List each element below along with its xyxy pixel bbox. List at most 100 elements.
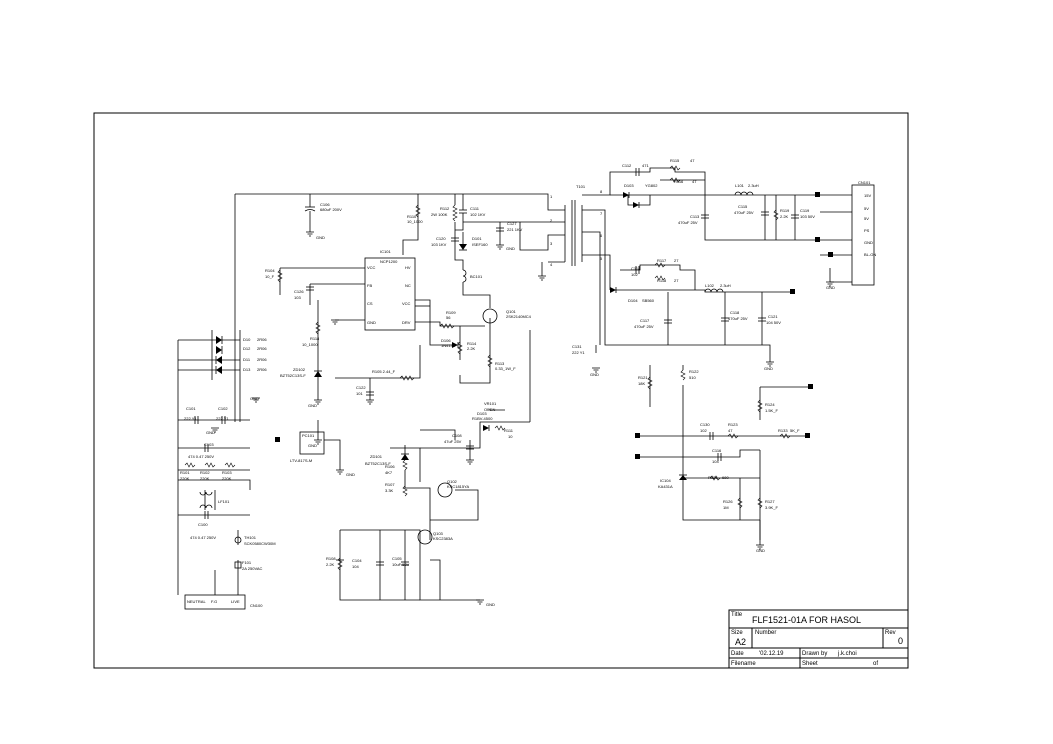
label: VR101 bbox=[484, 401, 497, 406]
r112-symbol bbox=[452, 204, 458, 222]
label: 2.3uH bbox=[720, 283, 731, 288]
label: 102 bbox=[700, 428, 707, 433]
label: 47 bbox=[690, 158, 695, 163]
label: R102 bbox=[200, 470, 210, 475]
r106-symbol bbox=[402, 459, 408, 471]
svg-text:GND: GND bbox=[826, 285, 835, 290]
sheet-of: of bbox=[873, 661, 878, 667]
label: PC101 bbox=[302, 433, 315, 438]
label: C115 bbox=[738, 204, 748, 209]
label: F101 bbox=[242, 560, 252, 565]
label: 10 bbox=[508, 434, 513, 439]
lf101-symbol bbox=[199, 491, 213, 496]
label: LF101 bbox=[218, 499, 230, 504]
number-label: Number bbox=[755, 630, 776, 636]
lf101-symbol-b bbox=[199, 504, 213, 509]
size-label: Size bbox=[731, 630, 743, 636]
label: R127 bbox=[765, 499, 775, 504]
label: 220K bbox=[180, 476, 190, 481]
label: 10_1000 bbox=[407, 219, 423, 224]
svg-text:GND: GND bbox=[590, 372, 599, 377]
label: HV bbox=[405, 265, 411, 270]
label: D103 bbox=[477, 411, 487, 416]
r110-symbol bbox=[415, 204, 421, 218]
label: 5V bbox=[864, 216, 869, 221]
label: SCK0580CW30M bbox=[244, 541, 276, 546]
label: 104 bbox=[712, 459, 719, 464]
label: KSC1815YA bbox=[447, 484, 469, 489]
label: D10 bbox=[243, 337, 251, 342]
rev-value: 0 bbox=[898, 636, 903, 646]
label: Q103 bbox=[433, 531, 444, 536]
label: 47uF 25V bbox=[444, 439, 462, 444]
label: 0.33_1W_F bbox=[495, 366, 516, 371]
label: C130 bbox=[700, 422, 710, 427]
label: 3.9K_F bbox=[765, 505, 778, 510]
label: VCC bbox=[402, 301, 411, 306]
svg-text:GND: GND bbox=[506, 246, 515, 251]
label: TH101 bbox=[244, 535, 257, 540]
label: R108 bbox=[326, 556, 336, 561]
r101-symbol bbox=[184, 462, 196, 468]
r109-symbol bbox=[439, 323, 455, 329]
r119-symbol bbox=[773, 209, 779, 221]
l102-symbol bbox=[704, 288, 724, 293]
sheet-label: Sheet bbox=[802, 661, 818, 667]
gnd-labels: GND GND GND GND GND GND GND GND GND GND … bbox=[206, 235, 835, 607]
label: 5 bbox=[600, 256, 603, 261]
filename-label: Filename bbox=[731, 661, 756, 667]
svg-text:GND: GND bbox=[206, 430, 215, 435]
label: LIVE bbox=[231, 599, 240, 604]
label: D11 bbox=[243, 357, 251, 362]
r116-symbol bbox=[669, 177, 681, 183]
label: NEUTRAL bbox=[187, 599, 206, 604]
label: 2 bbox=[550, 218, 553, 223]
r127-symbol bbox=[757, 497, 763, 509]
label: 474 0.47 250V bbox=[190, 535, 216, 540]
label: IC101 bbox=[380, 249, 391, 254]
l101-symbol bbox=[734, 191, 754, 196]
r104-symbol bbox=[277, 269, 283, 283]
r113-symbol bbox=[487, 354, 493, 368]
label: R112 bbox=[440, 206, 450, 211]
label: C113 bbox=[690, 214, 700, 219]
label: BC101 bbox=[470, 274, 483, 279]
label: LTV-817S-M bbox=[290, 458, 312, 463]
label: F.G bbox=[211, 599, 217, 604]
svg-text:GND: GND bbox=[250, 396, 259, 401]
label: 10_F bbox=[265, 274, 275, 279]
label: 220K bbox=[222, 476, 232, 481]
label: R117 bbox=[657, 258, 667, 263]
label: 1N4148 bbox=[441, 343, 456, 348]
label: 2A 250VAC bbox=[242, 566, 262, 571]
bc101-symbol bbox=[462, 269, 467, 283]
label: R119 bbox=[780, 208, 790, 213]
label: 4 bbox=[550, 262, 553, 267]
label: 15V bbox=[864, 193, 871, 198]
label: R115 bbox=[670, 158, 680, 163]
r105-symbol bbox=[399, 375, 415, 381]
label: Q102 bbox=[447, 479, 458, 484]
label: D103 bbox=[624, 183, 634, 188]
q103-symbol bbox=[417, 529, 433, 545]
drawing-title: FLF1521-01A FOR HASOL bbox=[752, 615, 861, 625]
label: BZT52C13S-F bbox=[365, 461, 391, 466]
label: 2R06 bbox=[257, 357, 267, 362]
label: 470uF 25V bbox=[678, 220, 698, 225]
r124-symbol bbox=[757, 399, 763, 413]
label: C127 bbox=[507, 221, 517, 226]
connector-pads bbox=[275, 192, 833, 459]
label: 222 Y1 bbox=[184, 416, 197, 421]
label: R121 bbox=[638, 375, 648, 380]
svg-text:GND: GND bbox=[308, 443, 317, 448]
label: D101 bbox=[472, 236, 482, 241]
label: 104 50V bbox=[766, 320, 781, 325]
label: R124 bbox=[765, 402, 775, 407]
label: 10_1000 bbox=[302, 342, 318, 347]
label: GND bbox=[367, 320, 376, 325]
label: C120 bbox=[436, 236, 446, 241]
r123-symbol bbox=[727, 433, 739, 439]
r118-symbol bbox=[315, 321, 321, 335]
label: 2.2K bbox=[326, 562, 335, 567]
r103-symbol bbox=[224, 462, 236, 468]
